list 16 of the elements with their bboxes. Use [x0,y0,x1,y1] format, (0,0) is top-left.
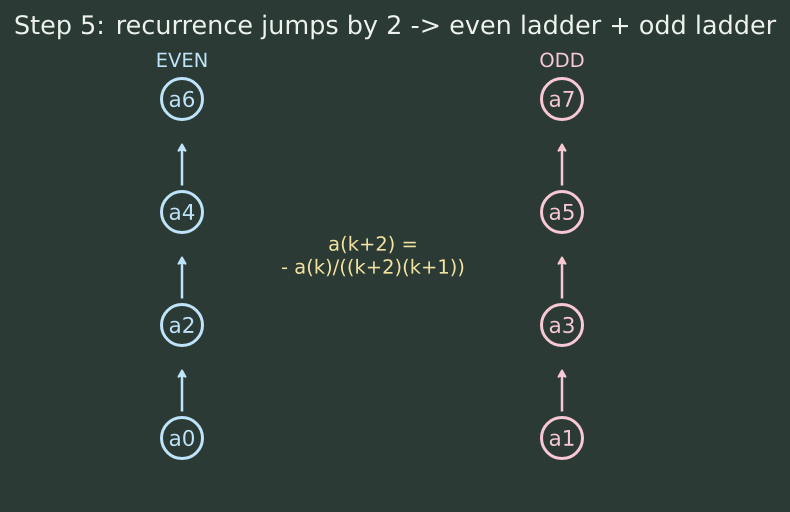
circle-node: a3 [540,303,584,347]
arrow [558,256,566,298]
circle-node: a0 [160,416,204,460]
circle-node: a2 [160,303,204,347]
arrow [178,256,186,298]
arrow [178,370,186,412]
circle-node: a5 [540,190,584,234]
title: Step 5: recurrence jumps by 2 -> even ladder + odd ladder [16,14,776,40]
circle-node: a6 [160,77,204,121]
circle-node: a7 [540,77,584,121]
circle-node: a4 [160,190,204,234]
formula-text: a(k+2) = - a(k)/((k+2)(k+1)) [282,236,464,276]
arrow [178,144,186,186]
arrow [558,144,566,186]
arrow [558,370,566,412]
circle-node: a1 [540,416,584,460]
